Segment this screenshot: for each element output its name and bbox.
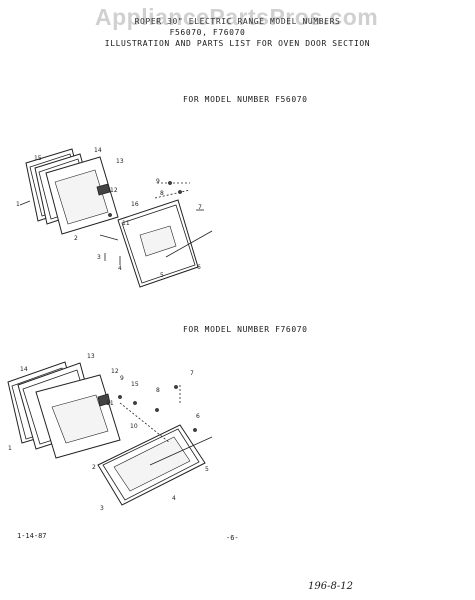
callout: 2 — [74, 235, 78, 242]
callout: 6 — [197, 264, 201, 271]
exploded-diagram-f56070: 15 14 13 12 11 1 3 2 4 16 9 8 7 6 5 — [16, 147, 213, 288]
callout: 7 — [198, 204, 202, 211]
callouts-f76070: 14 13 12 11 1 9 15 8 7 10 6 3 2 4 5 — [8, 353, 209, 512]
callout: 10 — [130, 423, 138, 430]
callout: 13 — [116, 158, 124, 165]
callout: 6 — [196, 413, 200, 420]
callout: 2 — [92, 464, 96, 471]
callout: 15 — [131, 381, 139, 388]
callout: 8 — [160, 190, 164, 197]
page-number: -6- — [226, 534, 239, 542]
callout: 4 — [118, 265, 122, 272]
callout: 15 — [34, 155, 42, 162]
callout: 3 — [100, 505, 104, 512]
callout: 9 — [120, 375, 124, 382]
header-model-numbers: F56070, F76070 — [169, 28, 246, 37]
callout: 14 — [20, 366, 28, 373]
callout: 13 — [87, 353, 95, 360]
callout: 11 — [122, 220, 130, 227]
inner-door-panels — [19, 148, 119, 235]
callout: 7 — [190, 370, 194, 377]
section-title-f76070: FOR MODEL NUMBER F76070 — [183, 325, 308, 334]
callouts-f56070: 15 14 13 12 11 1 3 2 4 16 9 8 7 6 5 — [16, 147, 202, 279]
callout: 16 — [131, 201, 139, 208]
exploded-diagram-f76070: 14 13 12 11 1 9 15 8 7 10 6 3 2 4 5 — [7, 353, 213, 512]
callout: 4 — [172, 495, 176, 502]
section-title-f56070: FOR MODEL NUMBER F56070 — [183, 95, 308, 104]
callout: 8 — [156, 387, 160, 394]
callout: 1 — [8, 445, 12, 452]
outer-door — [97, 385, 213, 506]
callout: 12 — [111, 368, 119, 375]
callout: 3 — [97, 254, 101, 261]
outer-door — [99, 181, 213, 288]
callout: 12 — [110, 187, 118, 194]
callout: 9 — [156, 178, 160, 185]
footer-date: 1-14-87 — [17, 532, 47, 540]
callout: 5 — [160, 272, 164, 279]
callout: 1 — [16, 201, 20, 208]
watermark: AppliancePartsPros.com — [95, 4, 379, 30]
callout: 11 — [106, 400, 114, 407]
header-model-line: ROPER 30" ELECTRIC RANGE MODEL NUMBERS — [134, 17, 341, 26]
handwritten-note: 196-8-12 — [308, 581, 353, 592]
inner-door-panels — [7, 361, 121, 459]
header-section-title: ILLUSTRATION AND PARTS LIST FOR OVEN DOO… — [104, 39, 371, 48]
callout: 14 — [94, 147, 102, 154]
callout: 5 — [205, 466, 209, 473]
